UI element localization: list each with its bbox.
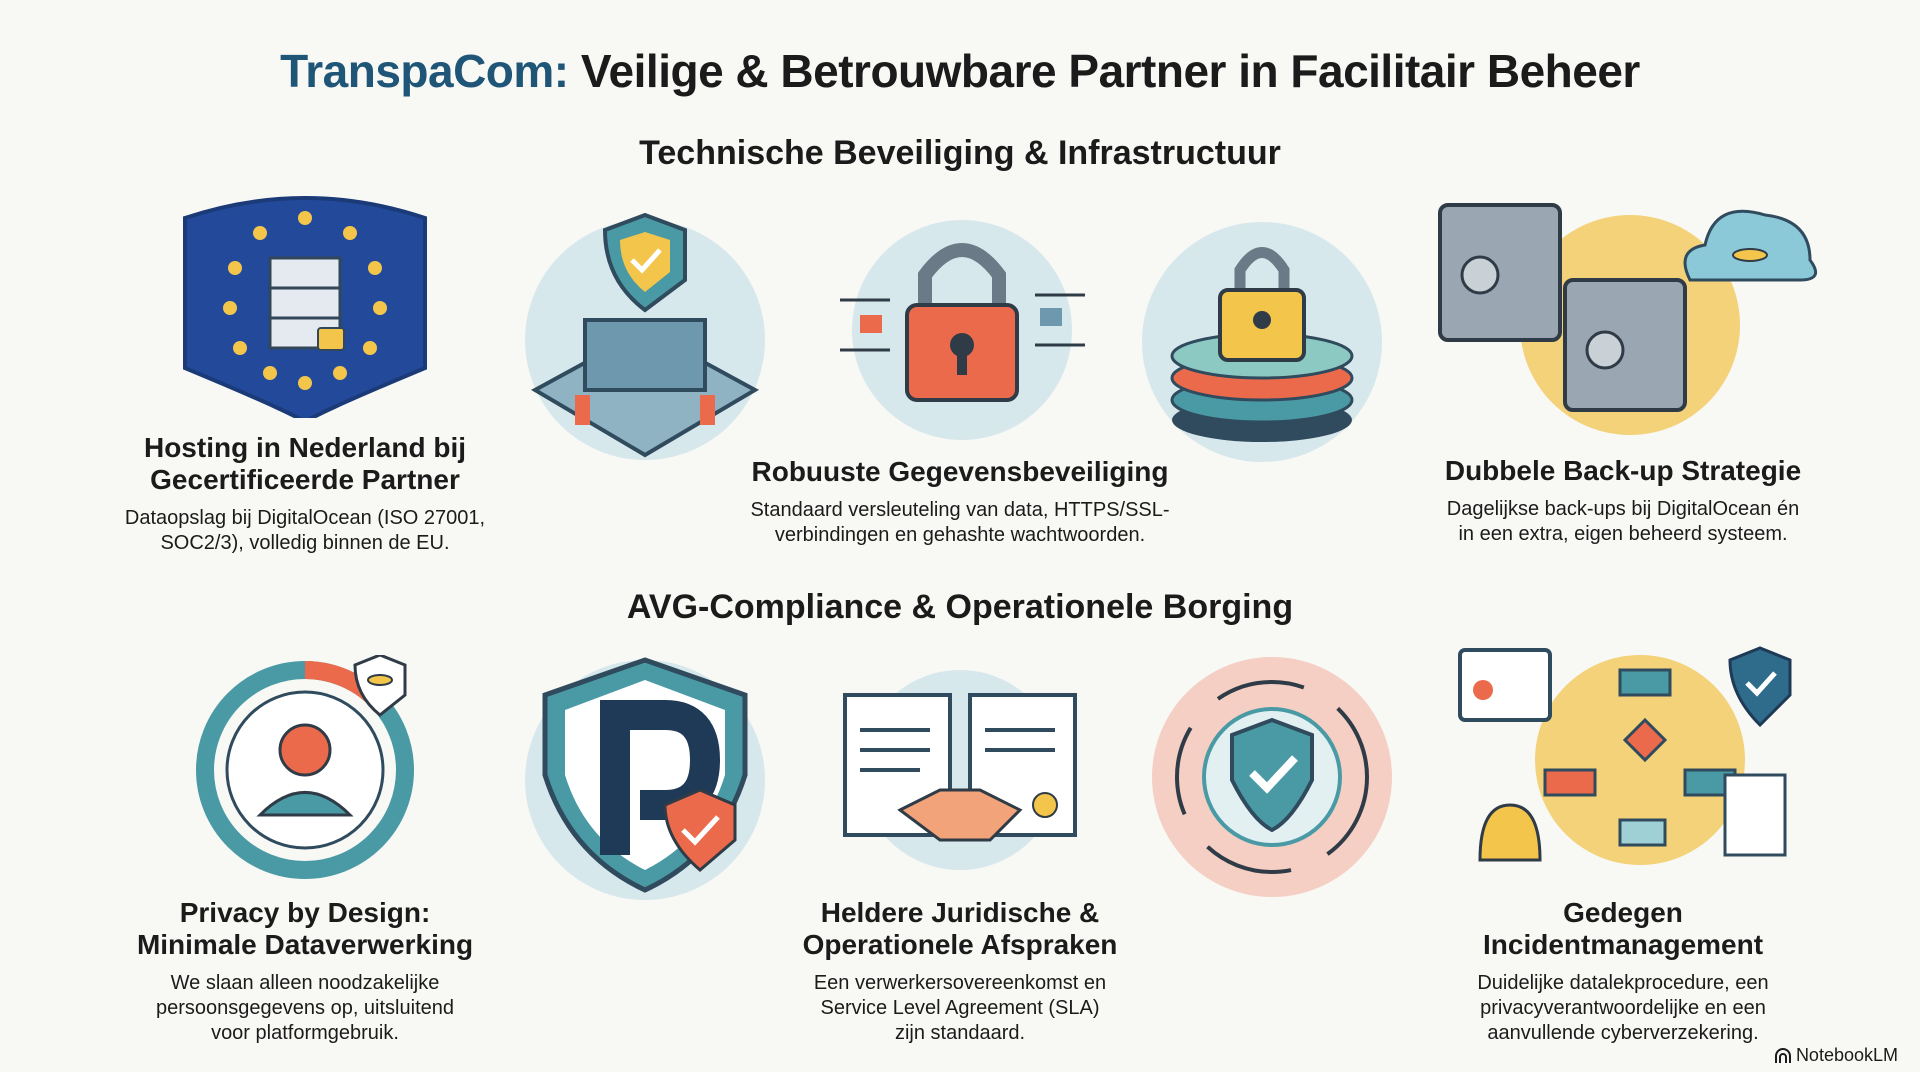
- feature-description: Standaard versleuteling van data, HTTPS/…: [750, 499, 1170, 546]
- cyclic-security-shield-icon: [1152, 657, 1392, 897]
- feature-title: Gedegen Incidentmanagement: [1483, 897, 1764, 960]
- brand-name: TranspaCom:: [280, 45, 569, 97]
- feature-title: Heldere Juridische & Operationele Afspra…: [802, 897, 1118, 960]
- privacy-shield-p-icon: [525, 657, 765, 900]
- notebooklm-icon: [1774, 1047, 1791, 1063]
- feature-incident-management: Gedegen Incidentmanagement Duidelijke da…: [1383, 897, 1863, 1046]
- feature-title: Robuuste Gegevensbeveiliging: [751, 456, 1169, 487]
- feature-hosting: Hosting in Nederland bij Gecertificeerde…: [65, 432, 545, 556]
- contract-handshake-icon: [843, 670, 1077, 870]
- feature-title: Dubbele Back-up Strategie: [1444, 455, 1802, 486]
- privacy-person-ring-icon: [196, 655, 414, 879]
- feature-privacy-by-design: Privacy by Design: Minimale Dataverwerki…: [65, 897, 545, 1046]
- locked-layers-icon: [1142, 222, 1382, 462]
- padlock-encryption-icon: [840, 220, 1085, 440]
- title-text: Veilige & Betrouwbare Partner in Facilit…: [568, 45, 1640, 97]
- feature-description: Dataopslag bij DigitalOcean (ISO 27001, …: [124, 507, 486, 554]
- feature-description: Duidelijke datalekprocedure, een privacy…: [1477, 972, 1769, 1044]
- eu-server-shield-icon: [183, 196, 427, 418]
- logo-text: NotebookLM: [1795, 1045, 1898, 1065]
- feature-description: Een verwerkersovereenkomst en Service Le…: [813, 972, 1107, 1044]
- feature-description: We slaan alleen noodzakelijke persoonsge…: [156, 972, 454, 1044]
- backup-safes-cloud-icon: [1438, 203, 1818, 435]
- feature-title: Privacy by Design: Minimale Dataverwerki…: [136, 897, 474, 960]
- feature-description: Dagelijkse back-ups bij DigitalOcean én …: [1446, 498, 1800, 545]
- feature-legal-agreements: Heldere Juridische & Operationele Afspra…: [720, 897, 1200, 1046]
- page-title: TranspaCom: Veilige & Betrouwbare Partne…: [0, 44, 1920, 98]
- section-heading-compliance: AVG-Compliance & Operationele Borging: [626, 588, 1294, 626]
- shielded-server-stack-icon: [525, 212, 765, 460]
- feature-title: Hosting in Nederland bij Gecertificeerde…: [143, 432, 466, 495]
- feature-backup: Dubbele Back-up Strategie Dagelijkse bac…: [1383, 455, 1863, 547]
- section-heading-technical: Technische Beveiliging & Infrastructuur: [639, 134, 1281, 172]
- incident-management-flowchart-icon: [1458, 646, 1792, 865]
- feature-data-security: Robuuste Gegevensbeveiliging Standaard v…: [720, 456, 1200, 548]
- notebooklm-logo: NotebookLM: [1774, 1045, 1898, 1066]
